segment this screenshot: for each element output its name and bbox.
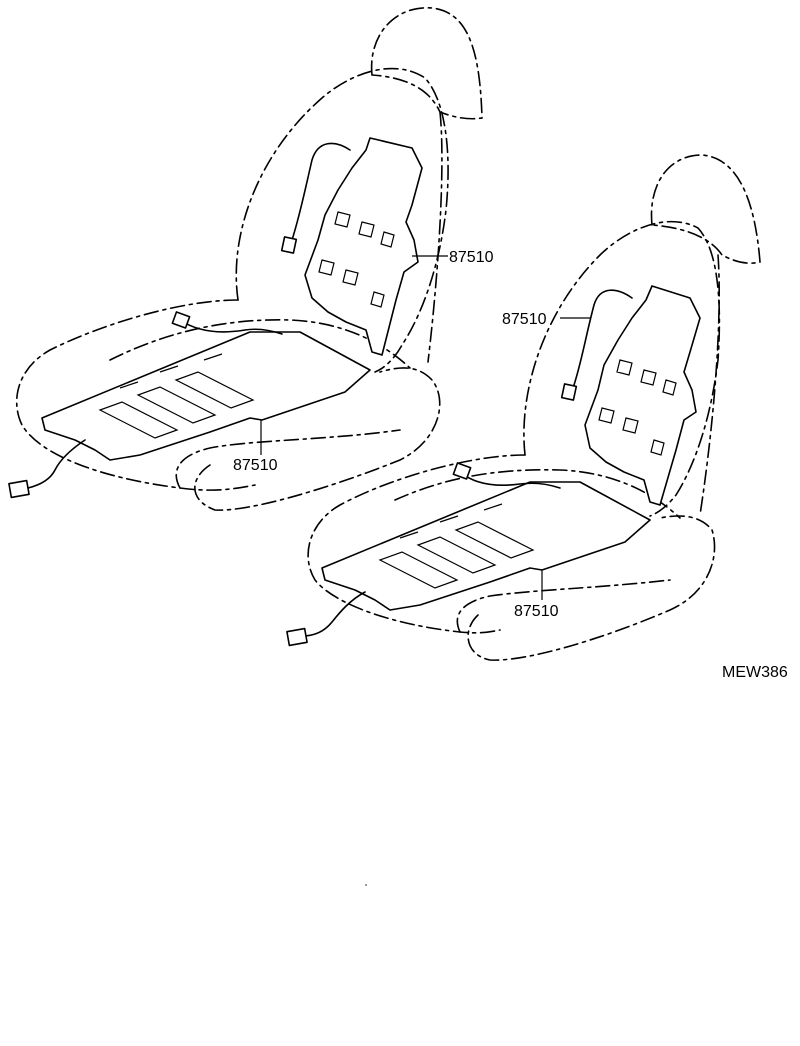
seat-2-rear-connector-icon bbox=[452, 462, 472, 480]
seat-1-cushion-heater-element bbox=[41, 331, 371, 461]
seat-1-seatback-outline bbox=[235, 67, 449, 373]
seat-1-headrest bbox=[370, 7, 483, 120]
seat-1-back-heater-element bbox=[304, 137, 423, 356]
seat-2-seatback-outline bbox=[523, 220, 721, 517]
seat-2-cushion-top bbox=[394, 468, 681, 519]
seat-2-back-heater-slots bbox=[598, 359, 677, 456]
seat-2-cushion-heater-element bbox=[321, 481, 651, 611]
callout-seat-2-cushion: 87510 bbox=[514, 603, 559, 620]
seat-2-cushion-outline bbox=[307, 454, 526, 634]
seat-2-side-bolster bbox=[456, 579, 671, 633]
callout-seat-2-back: 87510 bbox=[502, 311, 547, 328]
scan-speck bbox=[365, 884, 367, 886]
callout-seat-1-cushion: 87510 bbox=[233, 457, 278, 474]
seat-1-front-bolster bbox=[194, 367, 441, 511]
seat-1-cushion-heater-slots bbox=[98, 353, 255, 439]
seat-1-back-connector-icon bbox=[280, 236, 298, 254]
seat-2 bbox=[286, 154, 761, 661]
seat-1-cushion-connector-icon bbox=[8, 479, 30, 499]
seat-2-rear-wire bbox=[459, 471, 561, 489]
seat-1 bbox=[8, 7, 483, 511]
seat-2-back-wire bbox=[573, 289, 633, 386]
seat-2-back-heater-element bbox=[584, 285, 701, 506]
seat-2-seatback-side bbox=[699, 254, 720, 516]
seat-2-cushion-connector-icon bbox=[286, 627, 308, 647]
seat-2-headrest bbox=[650, 154, 761, 264]
seat-2-cushion-heater-slots bbox=[378, 503, 535, 589]
seat-1-back-heater-slots bbox=[318, 211, 395, 308]
seat-1-seatback-side bbox=[427, 111, 443, 363]
seat-1-side-bolster bbox=[175, 429, 401, 489]
seat-1-cushion-wire bbox=[27, 439, 86, 489]
figure-code: MEW386 bbox=[722, 664, 788, 681]
seat-1-rear-connector-icon bbox=[171, 311, 191, 329]
seat-2-cushion-wire bbox=[301, 591, 366, 637]
seat-2-back-connector-icon bbox=[560, 383, 578, 401]
seat-1-back-wire bbox=[291, 142, 351, 241]
seat-2-front-bolster bbox=[467, 515, 716, 661]
callout-seat-1-back: 87510 bbox=[449, 249, 494, 266]
seat-1-cushion-outline bbox=[15, 299, 256, 491]
seat-1-rear-wire bbox=[179, 319, 283, 335]
